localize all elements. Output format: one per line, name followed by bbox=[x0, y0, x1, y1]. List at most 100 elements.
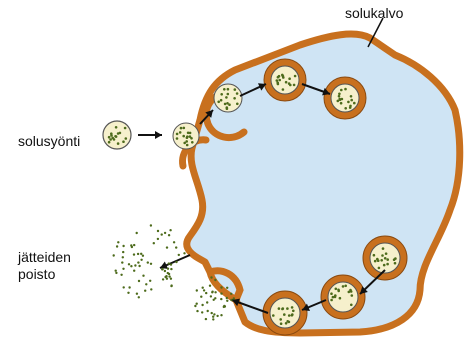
waste-dot bbox=[196, 289, 198, 291]
vesicle-particle bbox=[288, 314, 291, 317]
waste-dot bbox=[201, 304, 203, 306]
waste-dot bbox=[196, 303, 198, 305]
vesicle-particle bbox=[394, 262, 397, 265]
vesicle-particle bbox=[285, 322, 288, 325]
waste-dot bbox=[147, 261, 149, 263]
waste-dot bbox=[157, 230, 159, 232]
vesicle bbox=[264, 59, 306, 101]
waste-dot bbox=[207, 310, 209, 312]
waste-dot bbox=[201, 311, 203, 313]
vesicle-particle bbox=[334, 296, 337, 299]
vesicle-particle bbox=[340, 102, 343, 105]
endocytosis-arrow-head bbox=[155, 131, 162, 139]
vesicle-particle bbox=[380, 259, 383, 262]
waste-dot bbox=[161, 233, 163, 235]
vesicle-particle bbox=[353, 102, 356, 105]
vesicle-particle bbox=[335, 288, 338, 291]
waste-dot bbox=[224, 305, 226, 307]
vesicle-particle bbox=[339, 297, 342, 300]
vesicle-particle bbox=[383, 264, 386, 267]
waste-dot bbox=[168, 262, 170, 264]
waste-dot bbox=[168, 273, 170, 275]
vesicle-particle bbox=[288, 321, 291, 324]
waste-dot bbox=[200, 296, 202, 298]
vesicle bbox=[363, 236, 407, 280]
vesicle-particle bbox=[337, 100, 340, 103]
vesicle-particle bbox=[285, 81, 288, 84]
waste-dot bbox=[115, 270, 117, 272]
vesicle-particle bbox=[378, 267, 381, 270]
waste-dot bbox=[175, 261, 177, 263]
waste-dot bbox=[136, 232, 138, 234]
waste-dot bbox=[144, 290, 146, 292]
waste-dot bbox=[136, 293, 138, 295]
waste-dot bbox=[226, 287, 228, 289]
waste-dot bbox=[178, 254, 180, 256]
vesicle-particle bbox=[384, 257, 387, 260]
vesicle-particle bbox=[272, 314, 275, 317]
waste-dot bbox=[165, 275, 167, 277]
vesicle-particle bbox=[342, 285, 345, 288]
waste-label-line1: jätteiden bbox=[17, 249, 71, 265]
vesicle-particle bbox=[227, 93, 230, 96]
waste-dot bbox=[130, 265, 132, 267]
vesicle-particle bbox=[277, 83, 280, 86]
vesicle-particle bbox=[386, 258, 389, 261]
vesicle-particle bbox=[183, 127, 186, 130]
vesicle-particle bbox=[381, 254, 384, 257]
waste-dot bbox=[142, 275, 144, 277]
waste-dot bbox=[209, 285, 211, 287]
waste-dot bbox=[194, 305, 196, 307]
waste-dot bbox=[113, 254, 115, 256]
waste-dot bbox=[168, 234, 170, 236]
incoming-particle bbox=[103, 121, 131, 149]
waste-dot bbox=[153, 242, 155, 244]
vesicle-particle bbox=[220, 93, 223, 96]
waste-dot bbox=[211, 312, 213, 314]
waste-dot bbox=[205, 292, 207, 294]
vesicle-particle bbox=[340, 89, 343, 92]
vesicle-particle bbox=[351, 294, 354, 297]
vesicle-particle bbox=[330, 292, 333, 295]
waste-dot bbox=[157, 238, 159, 240]
waste-dot bbox=[128, 263, 130, 265]
vesicle-particle bbox=[385, 252, 388, 255]
waste-dot bbox=[140, 253, 142, 255]
vesicle-particle bbox=[186, 135, 189, 138]
waste-label-line2: poisto bbox=[18, 266, 56, 282]
waste-dot bbox=[137, 261, 139, 263]
waste-dot bbox=[212, 316, 214, 318]
waste-dot bbox=[150, 263, 152, 265]
waste-dot bbox=[220, 314, 222, 316]
waste-dot bbox=[226, 300, 228, 302]
vesicle-particle bbox=[341, 98, 344, 101]
waste-dot bbox=[170, 263, 172, 265]
vesicle-particle bbox=[223, 88, 226, 91]
waste-dot bbox=[230, 299, 232, 301]
vesicle-particle bbox=[226, 107, 229, 110]
vesicle-particle bbox=[217, 101, 220, 104]
vesicle-particle bbox=[282, 88, 285, 91]
vesicle-particle bbox=[279, 318, 282, 321]
vesicle-particle bbox=[377, 259, 380, 262]
vesicle-particle bbox=[233, 97, 236, 100]
waste-dot bbox=[138, 296, 140, 298]
waste-dot bbox=[210, 276, 212, 278]
vesicle-particle bbox=[227, 88, 230, 91]
waste-dot bbox=[164, 232, 166, 234]
waste-dot bbox=[162, 278, 164, 280]
particle-dot bbox=[124, 127, 127, 130]
vesicle-particle bbox=[337, 290, 340, 293]
vesicle-particle bbox=[185, 140, 188, 143]
waste-dot bbox=[206, 301, 208, 303]
waste-dot bbox=[169, 229, 171, 231]
waste-dot bbox=[233, 297, 235, 299]
vesicle-particle bbox=[190, 137, 193, 140]
waste-dot bbox=[196, 310, 198, 312]
vesicle-particle bbox=[293, 84, 296, 87]
waste-dot bbox=[170, 278, 172, 280]
vesicle-particle bbox=[224, 103, 227, 106]
vesicle-particle bbox=[187, 132, 190, 135]
vesicle-particle bbox=[179, 131, 182, 134]
vesicle-particle bbox=[182, 135, 185, 138]
